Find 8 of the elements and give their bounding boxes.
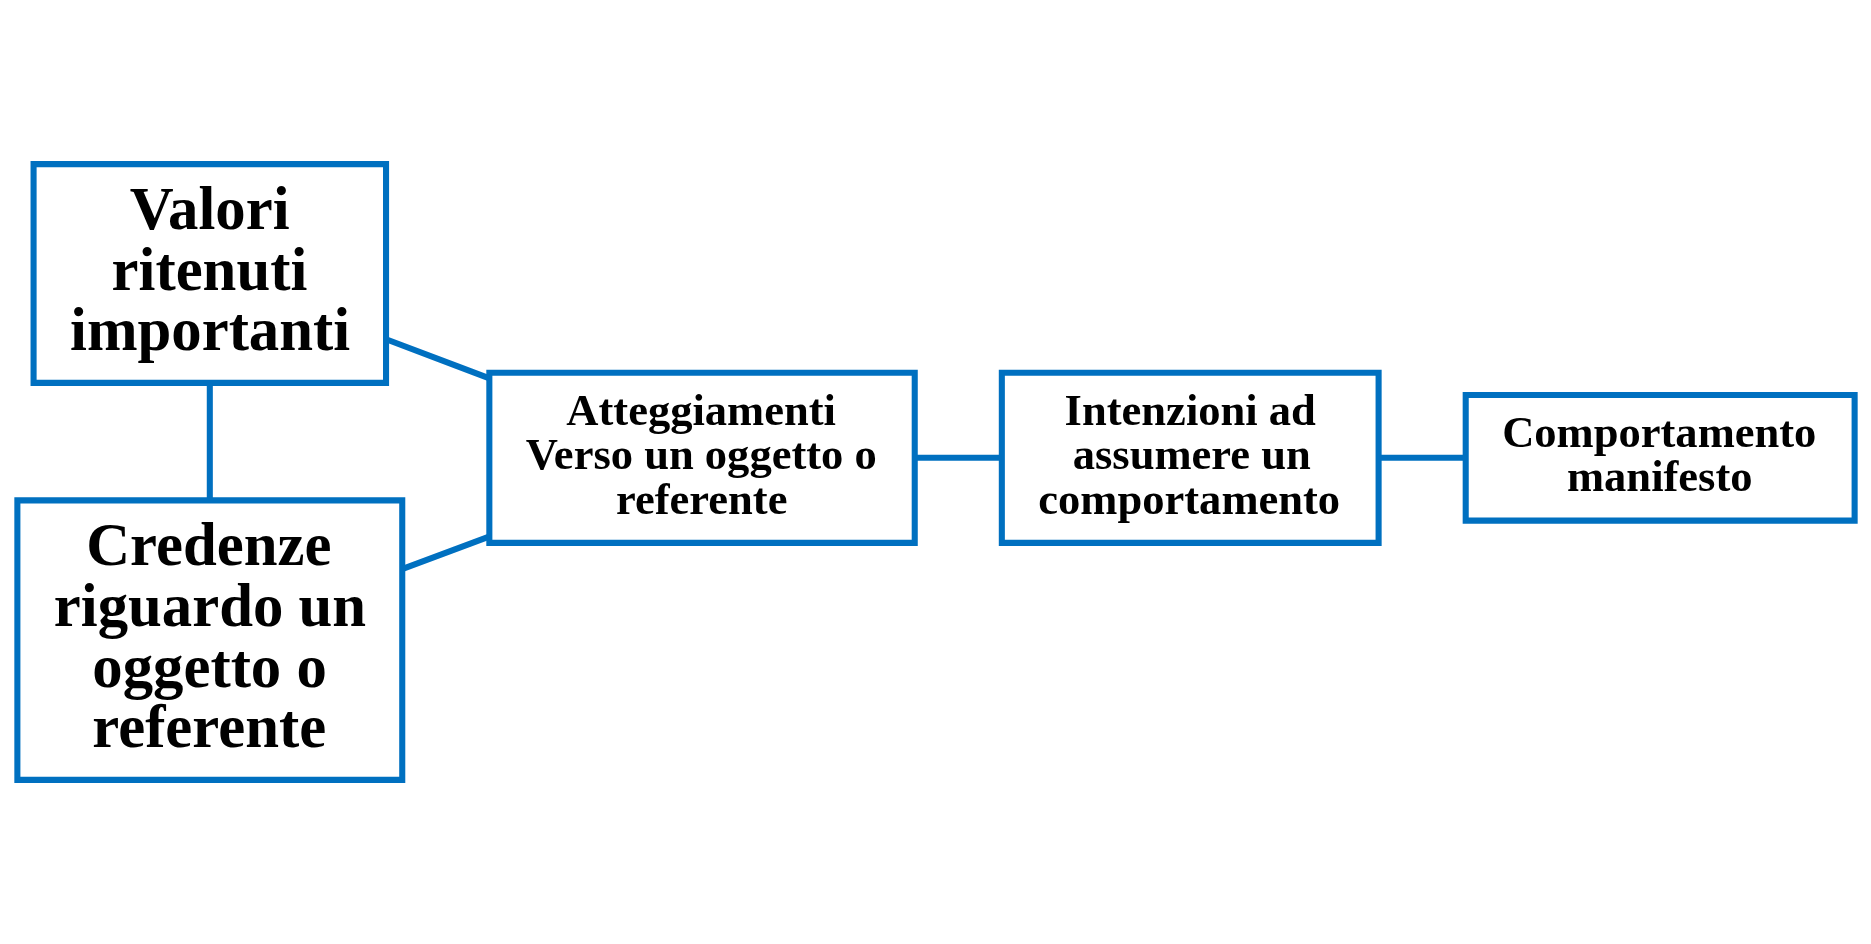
node-box: Intenzioni ad assumere un comportamento <box>998 369 1382 546</box>
node-box: Credenze riguardo un oggetto o referente <box>13 497 405 783</box>
node-box: Comportamento manifesto <box>1462 392 1858 524</box>
connector <box>1378 454 1465 461</box>
connector <box>914 454 1001 461</box>
connector <box>206 383 213 500</box>
node-box: Valori ritenuti importanti <box>30 161 389 386</box>
node-box: Atteggiamenti Verso un oggetto o referente <box>485 369 918 546</box>
